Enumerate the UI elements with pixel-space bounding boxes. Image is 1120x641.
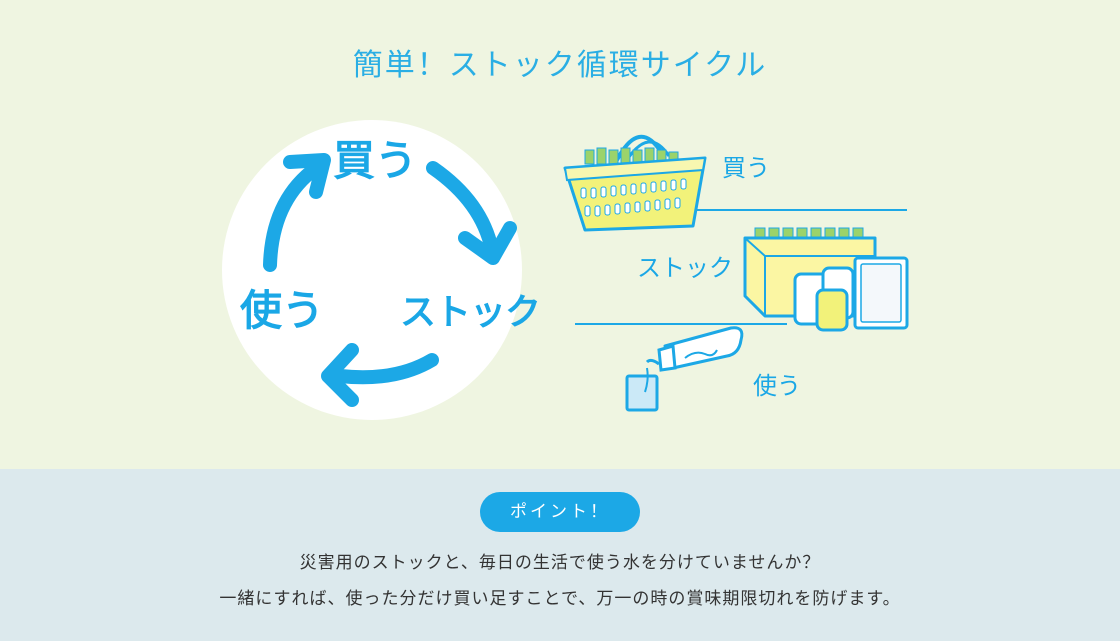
page-title: 簡単！ストック循環サイクル — [352, 48, 768, 83]
cycle-diagram — [222, 120, 522, 420]
cycle-arrowhead-icon — [283, 153, 331, 199]
cycle-section — [0, 0, 1120, 469]
point-badge: ポイント！ — [480, 492, 640, 532]
stages-illustration — [563, 134, 909, 412]
pouring-bottle-icon — [625, 326, 744, 412]
stage-label-buy: 買う — [722, 154, 770, 182]
cycle-label-stock: ストック — [400, 292, 541, 333]
stage-label-use: 使う — [753, 372, 801, 400]
cycle-arrow-icon — [333, 353, 439, 385]
stock-box-icon — [743, 227, 909, 332]
cycle-label-buy: 買う — [333, 136, 418, 185]
cycle-arrow-icon — [426, 161, 499, 257]
point-text-line: 一緒にすれば、使った分だけ買い足すことで、万一の時の賞味期限切れを防げます。 — [219, 589, 901, 609]
cycle-label-use: 使う — [240, 286, 325, 335]
cycle-arrowhead-icon — [321, 343, 359, 407]
cycle-arrowhead-icon — [458, 221, 517, 265]
cycle-arrow-icon — [263, 161, 323, 272]
stage-label-stock: ストック — [637, 254, 733, 282]
point-text-line: 災害用のストックと、毎日の生活で使う水を分けていませんか？ — [299, 553, 821, 573]
basket-icon — [563, 134, 707, 232]
